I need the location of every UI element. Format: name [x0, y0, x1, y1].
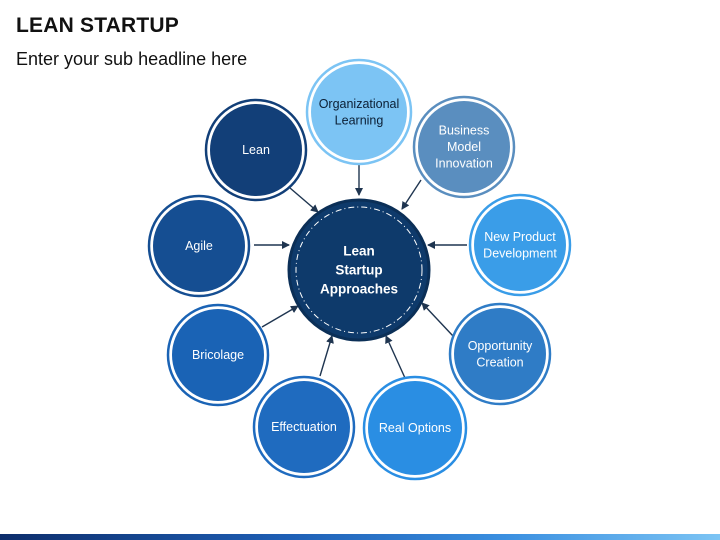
node-disc: [368, 381, 462, 475]
node-disc: [153, 200, 245, 292]
arrows-layer: [254, 163, 467, 379]
node-agile: Agile: [147, 194, 251, 298]
bottom-accent-bar: [0, 534, 720, 540]
node-lean: Lean: [204, 98, 308, 202]
node-label-line-1: Agile: [185, 239, 213, 253]
node-label-line-2: Learning: [335, 113, 384, 127]
node-label-line-2: Creation: [476, 355, 523, 369]
page-title: LEAN STARTUP: [16, 14, 180, 37]
node-disc: [258, 381, 350, 473]
center-disc: [287, 198, 431, 342]
center-label-line-3: Approaches: [320, 282, 398, 297]
node-label-line-1: New Product: [484, 230, 556, 244]
connector-arrow-real-options: [385, 335, 406, 379]
node-disc: [311, 64, 407, 160]
node-real-options: Real Options: [362, 375, 468, 481]
node-disc: [418, 101, 510, 193]
node-bricolage: Bricolage: [166, 303, 270, 407]
connector-arrow-business-model-innovation: [401, 179, 422, 210]
node-label-line-3: Innovation: [435, 157, 493, 171]
page-subtitle: Enter your sub headline here: [16, 49, 248, 69]
connector-arrow-effectuation: [319, 335, 334, 377]
node-label-line-1: Organizational: [319, 97, 400, 111]
node-label-line-1: Real Options: [379, 421, 451, 435]
node-disc: [454, 308, 546, 400]
node-label-line-1: Business: [439, 124, 490, 138]
node-label-line-1: Lean: [242, 143, 270, 157]
node-label-line-1: Bricolage: [192, 348, 244, 362]
node-label-line-2: Model: [447, 140, 481, 154]
nodes-layer: OrganizationalLearningBusinessModelInnov…: [147, 58, 572, 481]
node-label-line-2: Development: [483, 246, 557, 260]
connector-arrow-lean: [289, 187, 319, 213]
node-disc: [172, 309, 264, 401]
node-label-line-1: Effectuation: [271, 420, 337, 434]
node-disc: [210, 104, 302, 196]
node-disc: [474, 199, 566, 291]
center-dashed-ring: [295, 206, 423, 334]
connector-arrow-opportunity-creation: [421, 302, 454, 337]
node-effectuation: Effectuation: [252, 375, 356, 479]
center-label-line-2: Startup: [335, 263, 382, 278]
node-label-line-1: Opportunity: [468, 339, 533, 353]
connector-arrow-bricolage: [261, 305, 299, 328]
center-label-line-1: Lean: [343, 244, 375, 259]
